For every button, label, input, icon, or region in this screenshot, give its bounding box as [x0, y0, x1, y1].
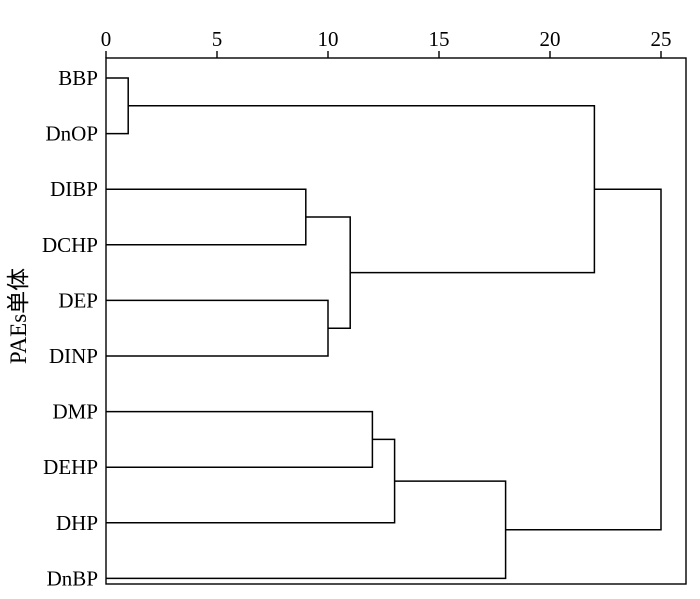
dendrogram-link-c7: [106, 480, 507, 580]
leaf-label-dehp: DEHP: [43, 455, 98, 479]
leaf-label-dhp: DHP: [56, 511, 98, 535]
leaf-label-dep: DEP: [58, 288, 98, 312]
dendrogram-link-c6: [106, 438, 396, 524]
leaf-label-dibp: DIBP: [50, 177, 98, 201]
y-axis-label: PAEs单体: [6, 268, 31, 364]
leaf-label-dchp: DCHP: [42, 233, 98, 257]
x-tick-label-10: 10: [318, 27, 339, 51]
dendrogram-link-c9: [505, 188, 662, 531]
dendrogram-link-c2: [106, 188, 307, 246]
leaf-label-dmp: DMP: [52, 400, 98, 424]
x-tick-label-20: 20: [540, 27, 561, 51]
leaf-label-bbp: BBP: [58, 66, 98, 90]
leaf-label-dnbp: DnBP: [47, 566, 98, 590]
x-tick-label-25: 25: [651, 27, 672, 51]
dendrogram-link-c3: [106, 299, 329, 357]
leaf-label-dinp: DINP: [49, 344, 98, 368]
x-tick-label-15: 15: [429, 27, 450, 51]
x-tick-label-0: 0: [101, 27, 112, 51]
leaf-label-dnop: DnOP: [45, 122, 98, 146]
dendrogram-link-c1: [106, 77, 129, 135]
x-tick-label-5: 5: [212, 27, 223, 51]
plot-frame: [105, 57, 687, 585]
dendrogram-link-c5: [106, 410, 374, 468]
